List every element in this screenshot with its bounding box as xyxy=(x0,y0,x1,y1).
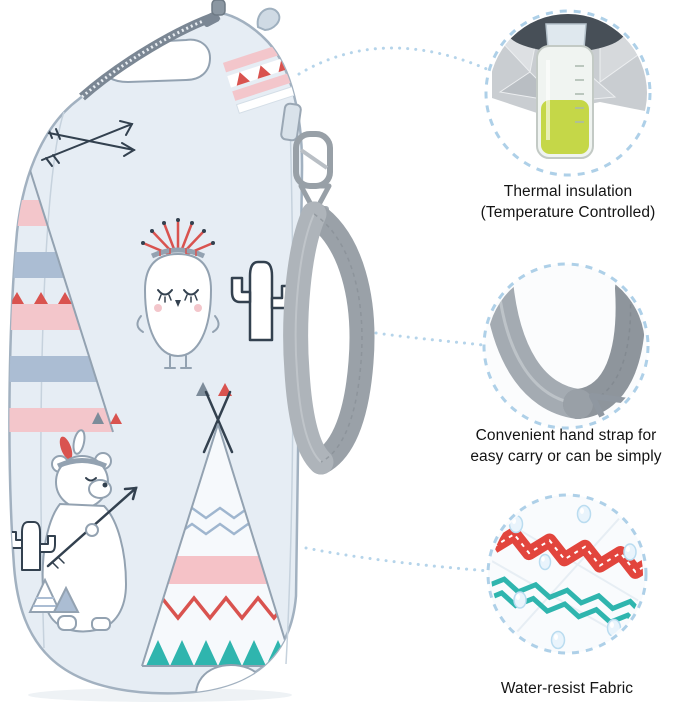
strap-callout xyxy=(482,262,650,430)
strap-anchor-tab xyxy=(280,102,302,142)
d-ring xyxy=(298,183,332,215)
hand-strap xyxy=(280,102,375,475)
water-caption: Water-resist Fabric xyxy=(437,678,679,699)
callout-leader-lines xyxy=(297,46,491,573)
teal-zigzag xyxy=(491,576,643,616)
thermal-callout-ring xyxy=(484,9,652,177)
leader-line-strap xyxy=(374,331,485,347)
bottle-liquid xyxy=(541,100,589,154)
bear-print xyxy=(41,429,138,633)
water-callout xyxy=(486,493,648,655)
thermal-caption-line2: (Temperature Controlled) xyxy=(480,204,656,221)
strap-caption-line1: Convenient hand strap for xyxy=(475,427,657,444)
leader-line-thermal xyxy=(297,46,491,76)
bag-shadow xyxy=(28,688,292,702)
owl-print xyxy=(136,218,220,369)
thermal-callout xyxy=(484,9,652,177)
strap-caption-line2: easy carry or can be simply xyxy=(470,448,662,465)
top-loop-tab xyxy=(256,7,281,32)
baby-bottle xyxy=(536,23,594,159)
bottle-bag xyxy=(8,0,304,695)
water-callout-ring xyxy=(486,493,648,655)
leader-line-water xyxy=(304,546,491,573)
strap-back xyxy=(301,201,375,475)
zipper xyxy=(79,0,281,101)
cactus-print xyxy=(230,260,294,342)
strap-front xyxy=(283,201,334,475)
zipper-pull xyxy=(211,0,226,16)
strap-caption: Convenient hand strap for easy carry or … xyxy=(436,425,679,467)
arrows-print xyxy=(41,120,136,167)
strap-callout-ring xyxy=(482,262,650,430)
water-caption-line1: Water-resist Fabric xyxy=(500,680,634,697)
thermal-caption: Thermal insulation (Temperature Controll… xyxy=(438,181,679,223)
thermal-caption-line1: Thermal insulation xyxy=(503,183,633,200)
small-teepee-triangles-print xyxy=(28,577,80,613)
